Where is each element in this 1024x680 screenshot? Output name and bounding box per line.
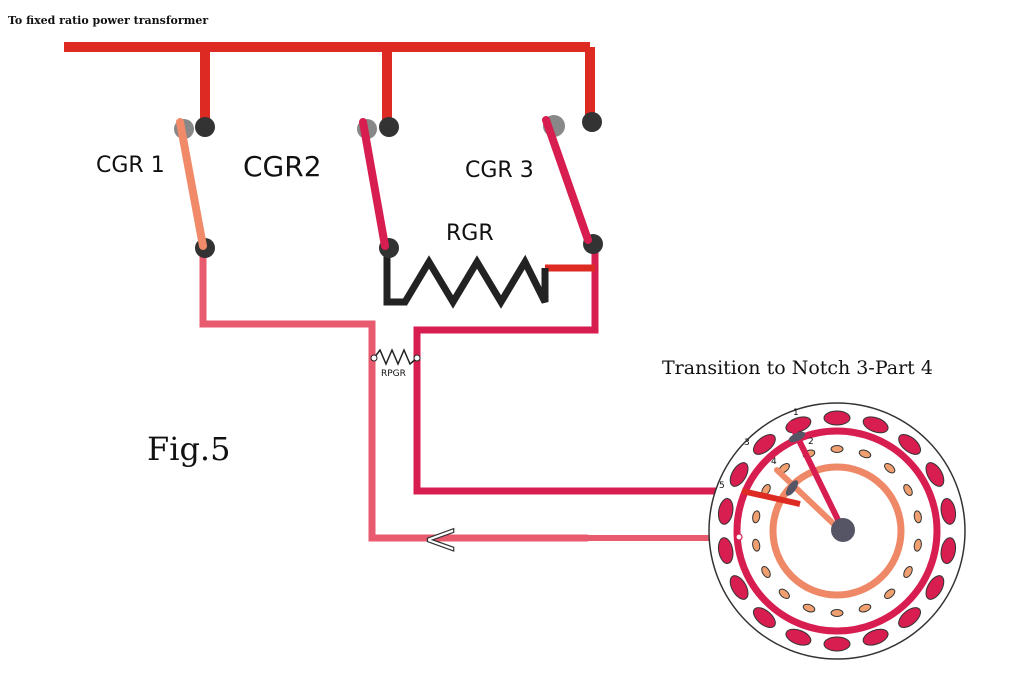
outer-contact — [898, 607, 922, 629]
outer-contact — [925, 462, 945, 487]
outer-contact — [925, 575, 945, 600]
switch-cgr1 — [174, 117, 215, 258]
crimson-path-wire — [413, 245, 742, 495]
inner-contact — [858, 603, 872, 613]
inner-contact — [761, 566, 771, 578]
inner-contact — [752, 538, 761, 552]
inner-contact — [884, 588, 896, 599]
rgr-coil — [383, 254, 549, 309]
header-caption: To fixed ratio power transformer — [8, 14, 208, 27]
outer-contact — [862, 628, 889, 646]
notch-label-1: 1 — [793, 408, 799, 418]
notch-label-2: 2 — [808, 437, 814, 447]
flow-arrow: < — [423, 514, 458, 563]
figure-label: Fig.5 — [147, 430, 230, 468]
outer-contact — [898, 433, 922, 455]
inner-contact — [913, 510, 922, 524]
outer-contact — [823, 410, 851, 426]
inner-contact — [884, 463, 896, 474]
outer-contact — [785, 628, 812, 646]
selector-dial: 1 2 3 4 5 — [708, 402, 966, 660]
switch-cgr2 — [357, 117, 399, 258]
inner-contact — [802, 603, 816, 613]
switch-label-cgr3: CGR 3 — [465, 158, 534, 183]
outer-contact — [940, 498, 957, 525]
top-bus — [64, 42, 595, 127]
outer-contact — [717, 537, 734, 564]
transition-title: Transition to Notch 3-Part 4 — [662, 357, 933, 379]
outer-contact — [729, 462, 749, 487]
switch-label-cgr2: CGR2 — [243, 150, 322, 183]
outer-contact — [717, 498, 734, 525]
main-path-wire — [199, 252, 740, 542]
notch-label-5: 5 — [719, 481, 725, 491]
outer-contacts — [717, 410, 957, 652]
notch-label-3: 3 — [744, 438, 750, 448]
notch-label-4: 4 — [771, 457, 777, 467]
inner-contact — [903, 484, 913, 496]
outer-contact — [752, 433, 776, 455]
inner-contact — [913, 538, 922, 552]
outer-contact — [862, 416, 889, 434]
inner-contact — [858, 449, 872, 459]
inner-contact — [903, 566, 913, 578]
selector-hub — [831, 518, 855, 542]
switch-label-cgr1: CGR 1 — [96, 153, 165, 178]
inner-contact — [752, 510, 761, 524]
outer-contact — [752, 607, 776, 629]
switch-cgr3 — [542, 112, 603, 254]
selector-arm-crimson — [788, 421, 845, 531]
rpgr-label: RPGR — [381, 369, 406, 379]
inner-contact — [778, 588, 790, 599]
inner-contact — [830, 609, 844, 617]
selector-arm-orange — [774, 467, 843, 533]
outer-contact — [823, 636, 851, 652]
outer-contact — [729, 575, 749, 600]
inner-contact — [830, 445, 844, 453]
outer-contact — [940, 537, 957, 564]
rgr-label: RGR — [446, 221, 494, 246]
rpgr-resistor — [370, 348, 421, 366]
